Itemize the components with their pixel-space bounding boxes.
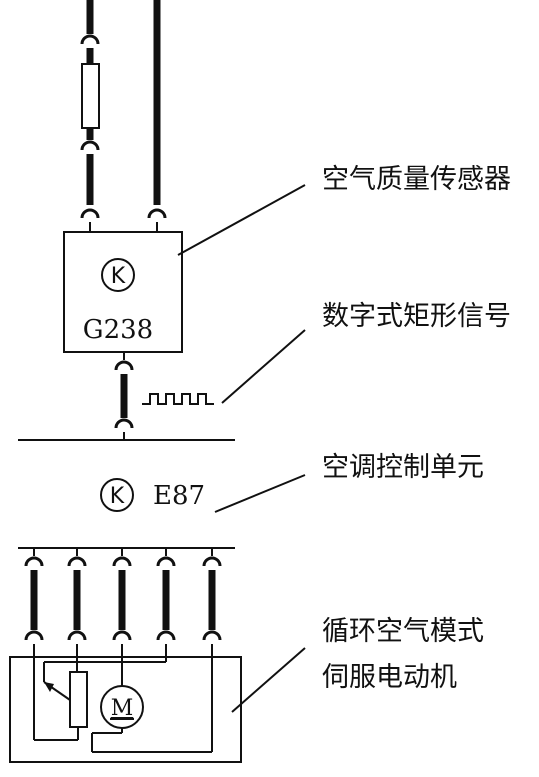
motor-label-line1: 循环空气模式 [322,616,484,647]
sensor-code: G238 [83,315,153,345]
sensor-box [63,231,183,353]
sensor-k-symbol [101,258,135,292]
sensor-symbol-text: K [111,264,126,289]
control-unit-symbol-text: K [110,484,125,509]
sensor-wire-right [147,0,167,232]
motor-leader-line [231,647,306,713]
control-unit-label: 空调控制单元 [322,452,484,483]
potentiometer [69,671,88,728]
signal-wire [114,352,134,440]
sensor-label: 空气质量传感器 [322,164,511,195]
motor-wire-3 [112,548,132,686]
fuse [81,63,100,129]
motor-housing [9,656,242,763]
motor-wire-1 [24,548,44,740]
control-unit-code: E87 [153,481,205,511]
sensor-wire-left [80,0,100,232]
signal-leader-line [221,329,306,404]
motor-wire-4 [43,548,176,701]
motor-wire-2 [67,548,87,672]
motor-symbol-text: M [111,696,134,721]
control-unit-k-symbol [100,478,134,512]
sensor-leader-line [177,184,306,256]
square-wave-icon [142,393,214,405]
motor-label-line2: 伺服电动机 [322,662,457,693]
control-unit-leader-line [214,474,306,513]
signal-label: 数字式矩形信号 [322,301,511,332]
motor-wire-5 [91,548,222,753]
